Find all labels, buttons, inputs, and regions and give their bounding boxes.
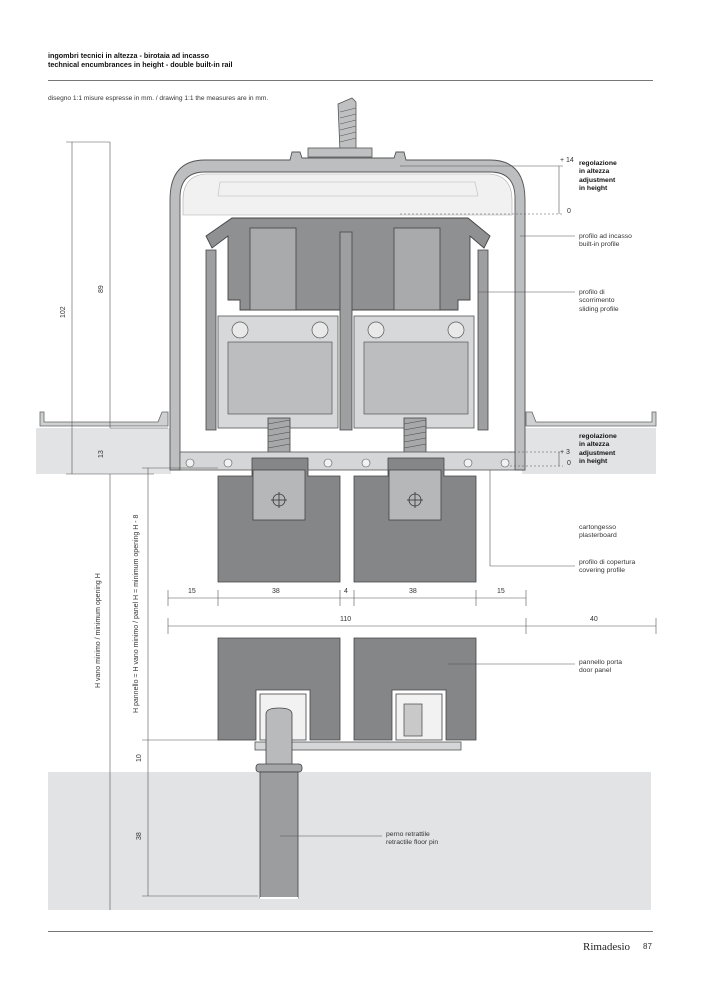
trolley-right-top [393,227,441,311]
floor-pin-body [259,771,299,899]
title-italian: ingombri tecnici in altezza - birotaia a… [48,51,209,60]
dim-h-minimum: H vano minimo / minimum opening H [95,573,102,688]
builtin-profile [169,151,526,471]
page-number: 87 [643,942,652,951]
dim-h-panel: H pannello = H vano minimo / panel H = m… [133,514,140,713]
covering-profile-left [39,411,169,427]
footer-rule [48,931,653,932]
brand-logo: Rimadesio [583,941,631,953]
covering-profile-right [525,411,657,427]
screw-plate [307,147,373,158]
dim-15-right: 15 [497,588,505,595]
dim-15-left: 15 [188,588,196,595]
trolley-left-top [249,227,297,311]
dim-89: 89 [98,285,105,293]
dim-10: 10 [136,754,143,762]
dim-zero-bottom: 0 [567,460,571,467]
header-rule [48,80,653,81]
dim-4: 4 [344,588,348,595]
scale-note: disegno 1:1 misure espresse in mm. / dra… [48,95,269,102]
plasterboard-left [36,428,171,474]
dim-13: 13 [98,450,105,458]
dim-38-right: 38 [409,588,417,595]
floor-pin-head [265,707,293,767]
builtin-profile-inner [182,173,513,216]
dim-110: 110 [340,616,352,623]
dim-102: 102 [60,306,67,318]
door-panel-right-bottom [353,637,477,741]
dim-40: 40 [590,616,598,623]
floor-guide [254,741,462,751]
plasterboard-right [522,428,656,474]
title-english: technical encumbrances in height - doubl… [48,60,233,69]
dim-zero-top: 0 [567,208,571,215]
dim-plus3: + 3 [560,449,570,456]
dim-38-vertical: 38 [136,832,143,840]
dim-38-left: 38 [272,588,280,595]
floor-slab [48,772,651,910]
adjustment-screw [337,97,357,153]
dim-plus14: + 14 [560,157,574,164]
